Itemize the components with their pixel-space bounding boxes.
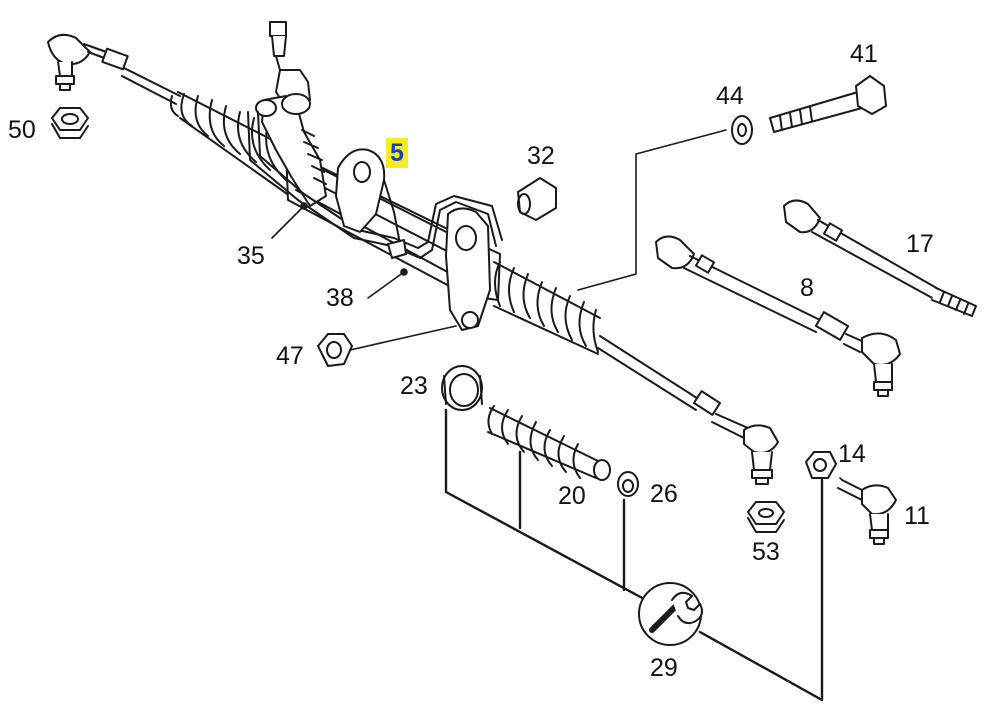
callout-29[interactable]: 29 [650, 654, 678, 682]
callout-11[interactable]: 11 [904, 502, 930, 530]
left-tie-rod-end[interactable] [47, 33, 129, 91]
callout-53[interactable]: 53 [752, 538, 780, 566]
inner-tie-rod-17[interactable] [783, 199, 977, 317]
callout-26[interactable]: 26 [650, 480, 678, 508]
hydraulic-lines[interactable] [247, 111, 503, 259]
nut-14[interactable] [805, 451, 837, 479]
callout-14[interactable]: 14 [838, 440, 866, 468]
tie-rod-assembly-8[interactable] [655, 235, 901, 397]
clamp-ring-23[interactable] [441, 365, 483, 411]
callout-50[interactable]: 50 [8, 116, 36, 144]
bolt-41[interactable] [769, 75, 887, 133]
control-valve[interactable] [255, 21, 327, 207]
nut-53[interactable] [747, 501, 785, 533]
right-bellows[interactable] [493, 261, 601, 355]
wrench-icon[interactable] [638, 582, 703, 646]
right-tie-rod-end[interactable] [743, 424, 779, 485]
ring-26[interactable] [617, 471, 639, 497]
callout-20[interactable]: 20 [558, 482, 586, 510]
callout-17[interactable]: 17 [906, 230, 934, 258]
right-tie-rod[interactable] [597, 335, 749, 439]
center-mount[interactable] [445, 207, 491, 331]
left-tie-rod[interactable] [121, 67, 181, 105]
bellows-20[interactable] [487, 405, 611, 481]
bracket-fitting [387, 239, 407, 259]
bushing-32[interactable] [517, 177, 557, 221]
washer-44[interactable] [731, 115, 753, 145]
callout-38[interactable]: 38 [326, 284, 354, 312]
nut-47[interactable] [317, 333, 353, 367]
kit-bracket-lines [444, 408, 824, 702]
mounting-bracket[interactable] [335, 148, 401, 245]
callout-35[interactable]: 35 [237, 242, 265, 270]
callout-23[interactable]: 23 [400, 372, 428, 400]
callout-32[interactable]: 32 [527, 142, 555, 170]
callout-8[interactable]: 8 [800, 274, 814, 302]
callout-5-highlighted[interactable]: 5 [386, 138, 408, 168]
callout-44[interactable]: 44 [716, 82, 744, 110]
nut-50[interactable] [51, 107, 89, 139]
callout-47[interactable]: 47 [276, 342, 304, 370]
tie-rod-end-11[interactable] [837, 479, 897, 545]
leader-lines [271, 129, 843, 481]
callout-41[interactable]: 41 [850, 40, 878, 68]
